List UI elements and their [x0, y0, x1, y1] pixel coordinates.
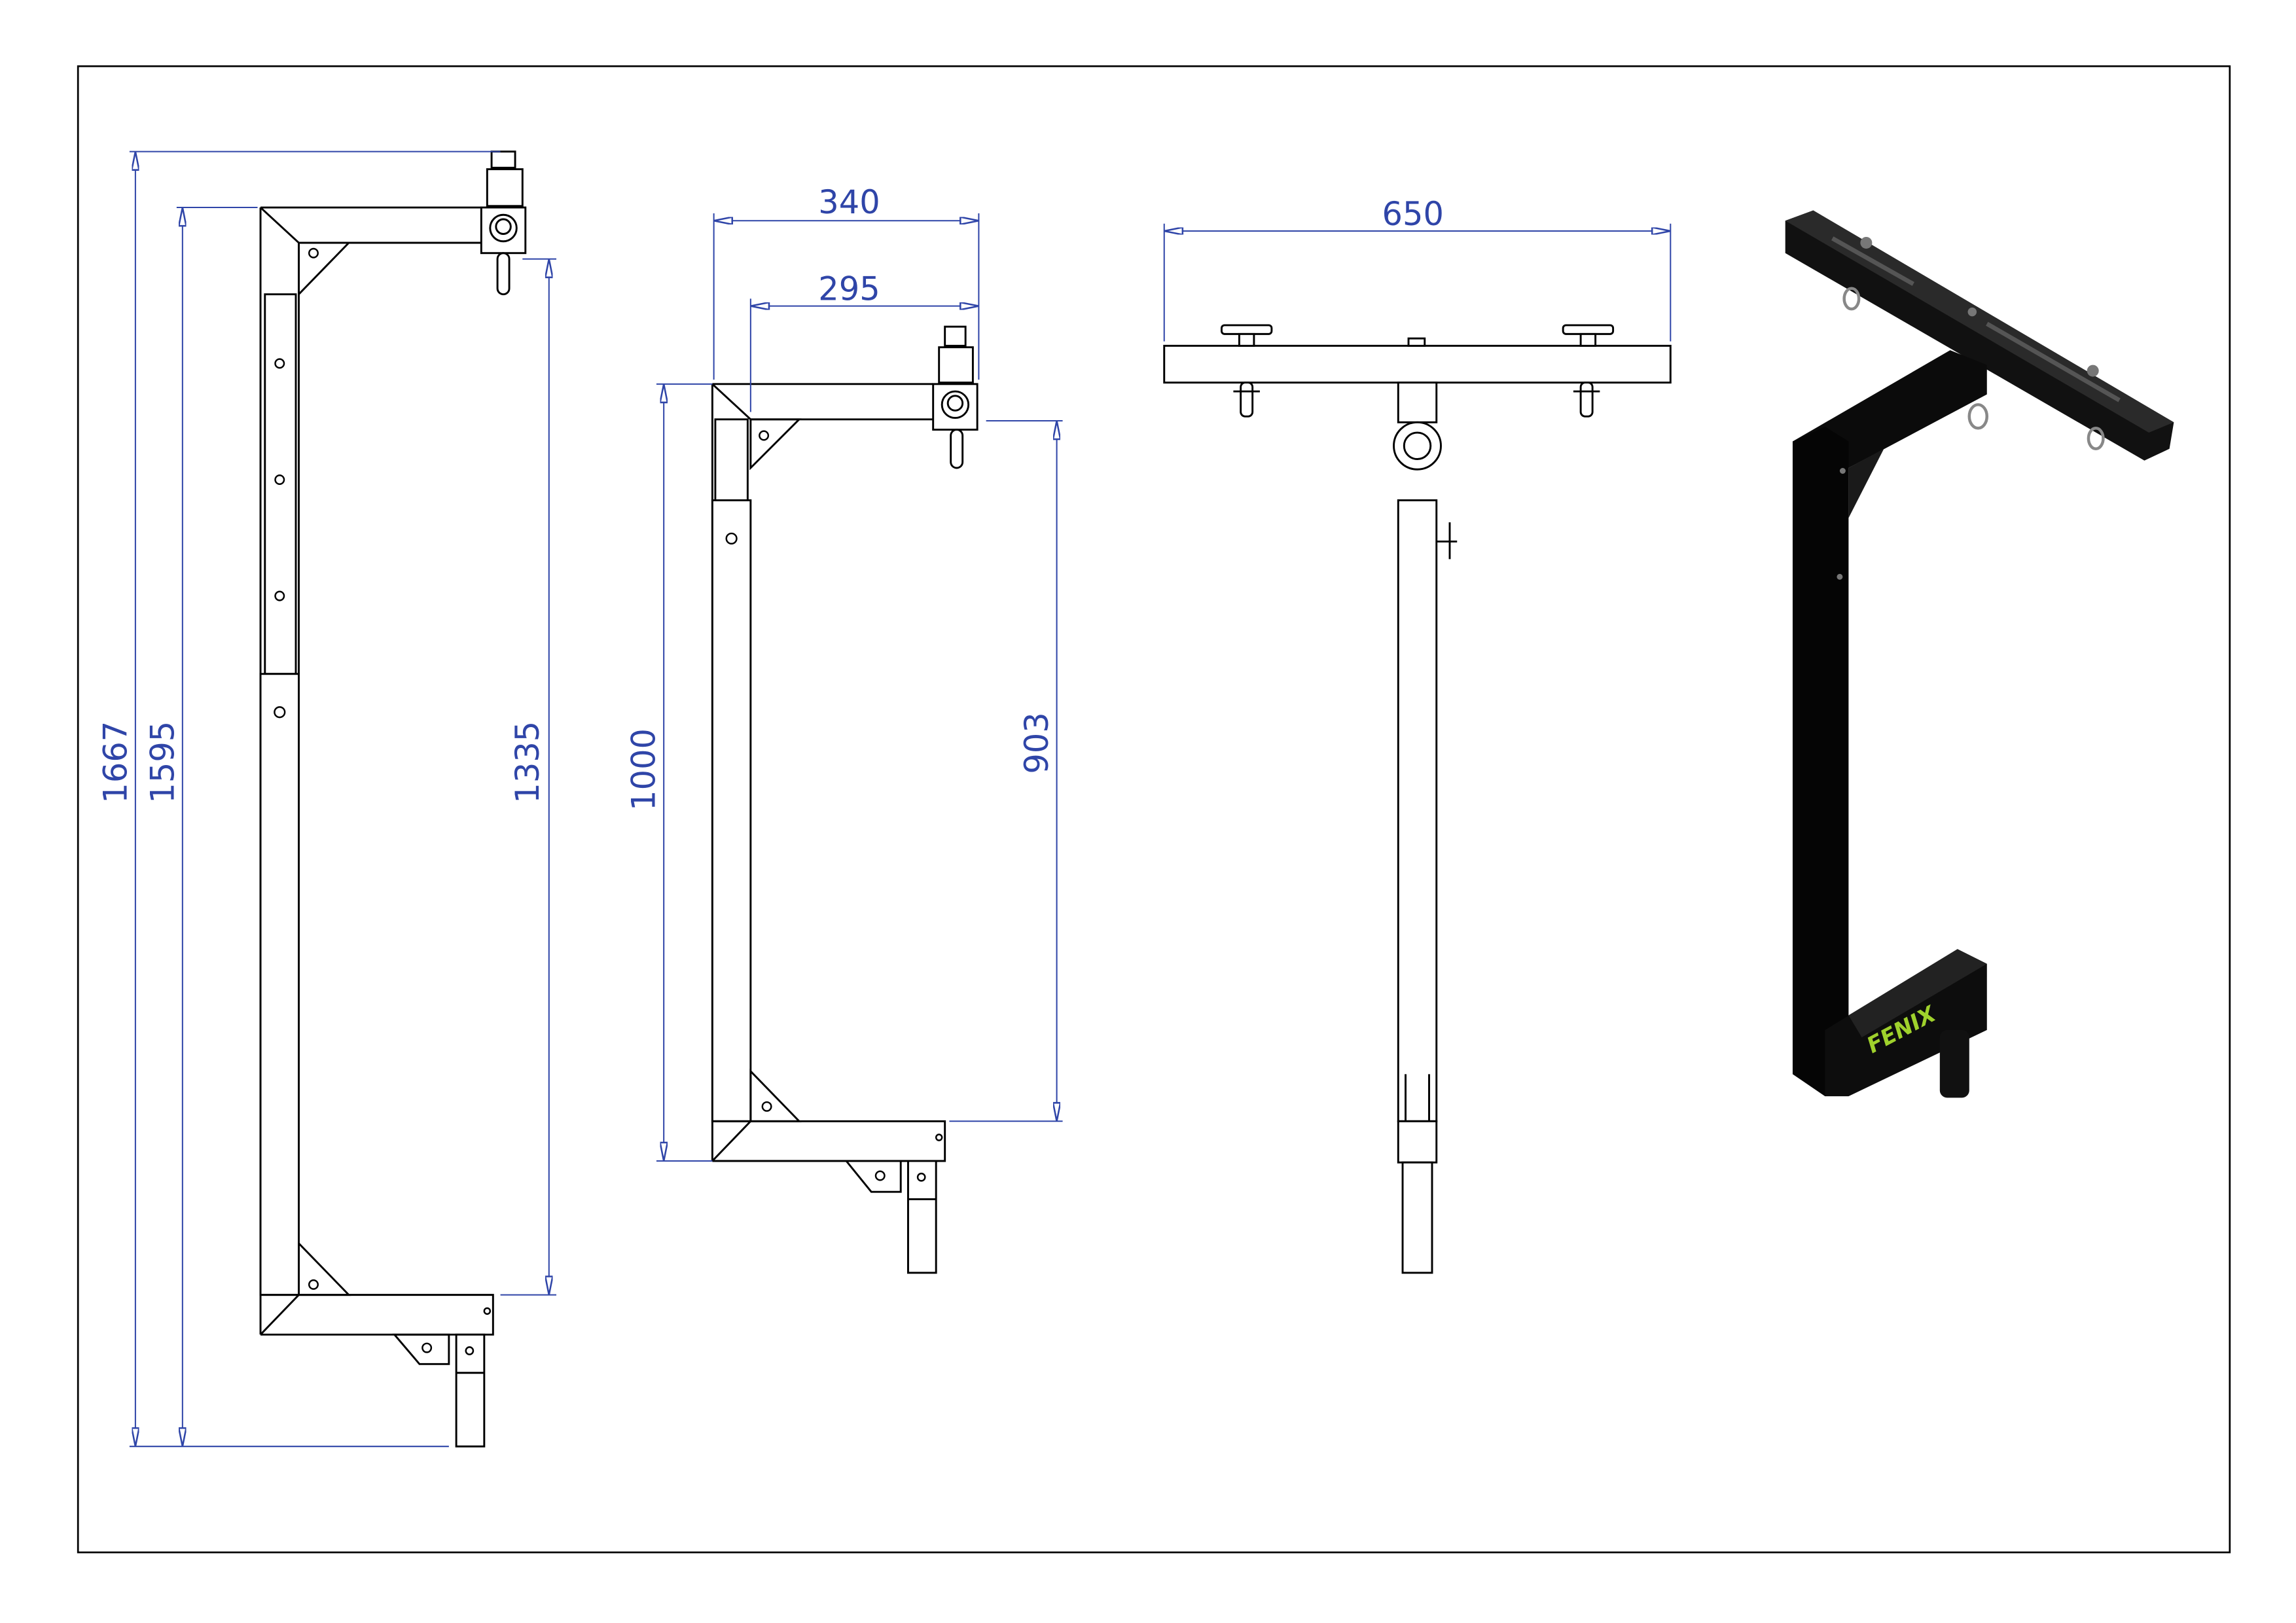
front-view: 650	[1163, 195, 1672, 1274]
dim-903: 903	[1018, 712, 1056, 774]
dim-1000: 1000	[625, 728, 663, 811]
side-view-short: 340 295 1000 903	[625, 183, 1063, 1274]
spigot-pin	[1939, 1029, 1969, 1098]
dim-1335: 1335	[509, 721, 547, 804]
dim-650: 650	[1382, 195, 1444, 233]
dimension-lines	[129, 151, 557, 1448]
dim-1595: 1595	[143, 721, 181, 804]
dimension-lines	[656, 213, 1063, 1162]
knob-right	[1562, 324, 1615, 418]
dim-295: 295	[818, 270, 880, 308]
drawing-border	[77, 65, 2231, 1554]
knob-left	[1220, 324, 1273, 418]
dim-340: 340	[818, 183, 880, 221]
vertical-post	[1792, 427, 1849, 1097]
side-view-tall: 1667 1595 1335	[96, 151, 557, 1448]
dim-1667: 1667	[96, 721, 134, 804]
isometric-render: FENIX	[1785, 210, 2174, 1098]
